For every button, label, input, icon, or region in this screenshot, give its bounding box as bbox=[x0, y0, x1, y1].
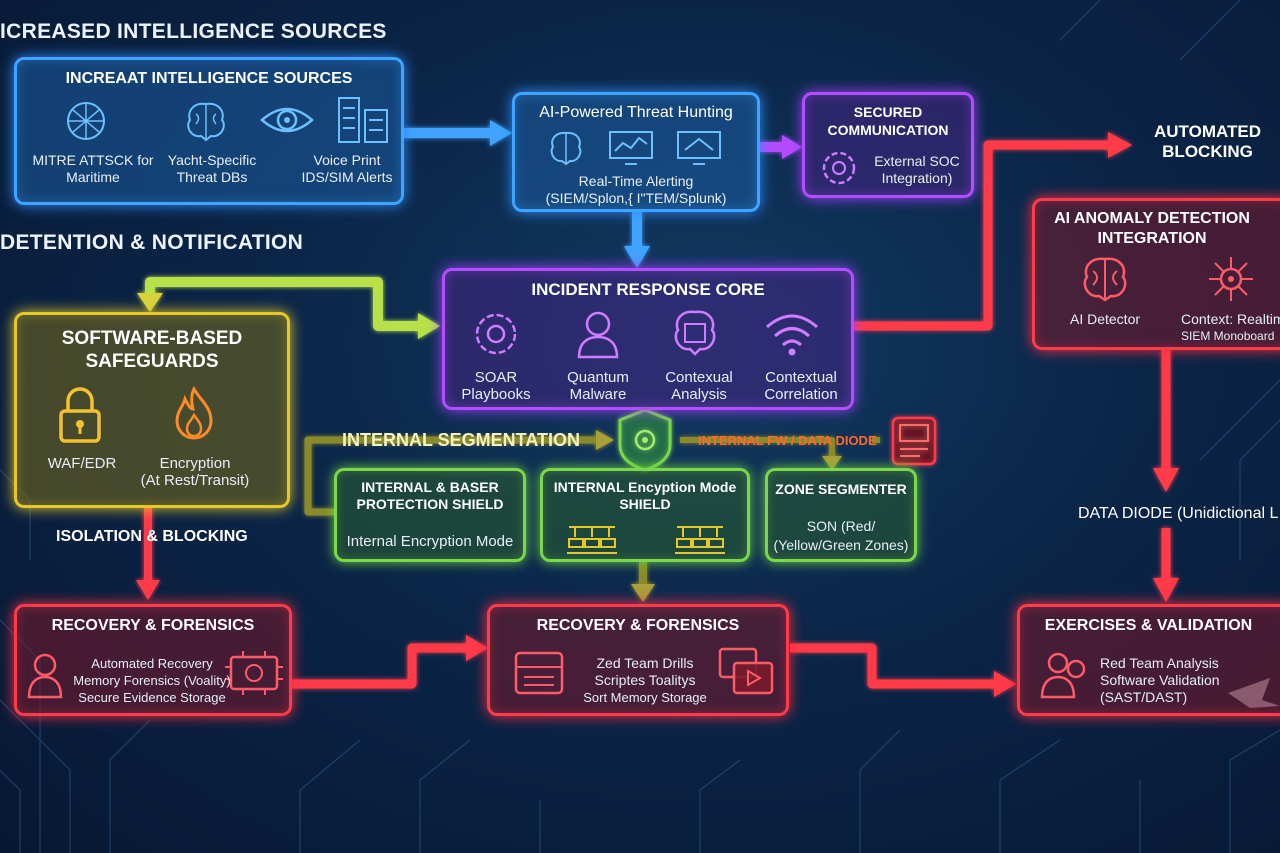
gear-flower-icon bbox=[822, 151, 856, 185]
team-users-icon bbox=[1040, 652, 1086, 699]
brain-icon bbox=[187, 102, 225, 142]
network-globe-icon bbox=[67, 102, 105, 140]
intel-title: INCREAAT INTELLIGENCE SOURCES bbox=[65, 70, 353, 87]
ai-chip-brain-icon bbox=[674, 310, 716, 356]
hunting-text: Real-Time Alerting(SIEM/Splon,{ I"TEM/Sp… bbox=[545, 173, 727, 206]
user-gear-icon bbox=[577, 311, 619, 359]
anomaly-item-detector: AI Detector bbox=[1069, 311, 1141, 327]
core-title: INCIDENT RESPONSE CORE bbox=[531, 280, 765, 299]
rec1-title: RECOVERY & FORENSICS bbox=[51, 617, 255, 634]
firewall-device-icon bbox=[891, 416, 937, 466]
isolation-label: ISOLATION & BLOCKING bbox=[56, 528, 248, 545]
circuit-board-icon bbox=[225, 651, 283, 695]
user-headset-icon bbox=[27, 653, 63, 699]
server-drive-icon bbox=[514, 651, 564, 695]
threat-hunting-box: AI-Powered Threat Hunting Real-Time Aler… bbox=[512, 92, 760, 212]
eye-icon bbox=[260, 107, 314, 133]
seg3-title: ZONE SEGMENTER bbox=[775, 481, 907, 497]
software-item-waf: WAF/EDR bbox=[47, 455, 117, 472]
arrow-core-to-blocking bbox=[854, 140, 1110, 331]
arrow-rec1-to-rec2 bbox=[292, 643, 468, 689]
rec2-title: RECOVERY & FORENSICS bbox=[536, 617, 740, 634]
software-item-encryption: Encryption(At Rest/Transit) bbox=[140, 455, 250, 489]
network-switch-icon bbox=[567, 526, 617, 554]
exercises-title: EXERCISES & VALIDATION bbox=[1044, 617, 1253, 634]
intelligence-sources-box: INCREAAT INTELLIGENCE SOURCES MITRE ATTS… bbox=[14, 57, 404, 205]
flame-icon bbox=[175, 385, 213, 440]
server-rack-icon bbox=[338, 97, 388, 143]
data-diode-label: DATA DIODE (Unidictional L bbox=[1078, 505, 1279, 522]
brain-circuit-icon bbox=[550, 131, 582, 166]
wifi-signal-icon bbox=[766, 314, 818, 356]
monitor-alert-icon bbox=[677, 131, 721, 165]
shield-icon bbox=[618, 408, 672, 472]
internal-fw-label: INTERNAL FW / DATA DIODE bbox=[698, 433, 877, 448]
section-title-intelligence: ICREASED INTELLIGENCE SOURCES bbox=[0, 20, 387, 43]
soar-gear-icon bbox=[475, 313, 517, 355]
padlock-icon bbox=[59, 387, 101, 443]
media-player-icon bbox=[718, 647, 774, 695]
network-switch-icon-2 bbox=[675, 526, 725, 554]
zone-segmenter-box: ZONE SEGMENTER SON (Red/(Yellow/Green Zo… bbox=[765, 468, 917, 562]
segmentation-bracket bbox=[304, 436, 600, 516]
ai-brain-icon bbox=[1083, 257, 1127, 302]
section-title-detention: DETENTION & NOTIFICATION bbox=[0, 231, 304, 254]
monitor-chart-icon bbox=[609, 131, 653, 165]
arrow-rec2-to-exercises bbox=[790, 643, 996, 689]
seg3-text: SON (Red/(Yellow/Green Zones) bbox=[773, 518, 909, 553]
seg1-text: Internal Encryption Mode bbox=[346, 533, 514, 550]
internal-segmentation-label: INTERNAL SEGMENTATION bbox=[342, 430, 580, 450]
arrow-core-to-software bbox=[145, 277, 418, 331]
exercises-validation-box: EXERCISES & VALIDATION Red Team Analysis… bbox=[1017, 604, 1280, 716]
hunting-title: AI-Powered Threat Hunting bbox=[539, 104, 733, 121]
network-node-icon bbox=[1209, 257, 1253, 301]
